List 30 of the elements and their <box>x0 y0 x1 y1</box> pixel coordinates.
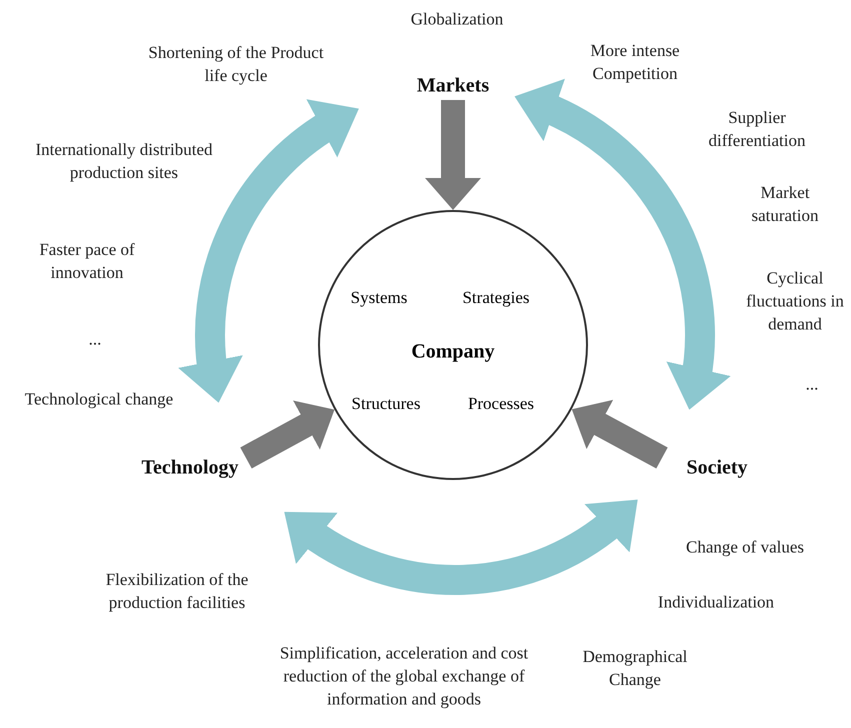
block-arrow <box>572 400 668 469</box>
factor-label: Internationally distributed production sites <box>34 139 214 184</box>
driver-heading: Society <box>686 456 748 480</box>
factor-label: Demographical Change <box>582 646 688 691</box>
curved-arrow <box>283 500 639 595</box>
factor-label: ... <box>88 328 102 351</box>
circle-title: Company <box>411 340 495 364</box>
block-arrow <box>425 100 481 210</box>
circle-item: Structures <box>352 394 420 414</box>
factor-label: Simplification, acceleration and cost reduction of the global exchange of information and goods <box>279 642 529 710</box>
factor-label: Shortening of the Product life cycle <box>147 42 325 87</box>
factor-label: Faster pace of innovation <box>38 239 136 284</box>
curved-arrow <box>515 80 730 410</box>
curved-arrow <box>179 101 358 403</box>
block-arrow <box>240 400 334 469</box>
factor-label: Change of values <box>684 536 806 559</box>
driver-heading: Technology <box>141 456 239 480</box>
factor-label: More intense Competition <box>589 40 681 85</box>
factor-label: Individualization <box>656 592 776 614</box>
factor-label: Market saturation <box>750 182 820 227</box>
circle-item: Systems <box>350 288 408 308</box>
factor-label: Technological change <box>24 388 174 411</box>
factor-label: Flexibilization of the production facilities <box>104 569 250 614</box>
factor-label: ... <box>804 374 820 396</box>
circle-item: Processes <box>468 394 534 414</box>
driver-heading: Markets <box>416 74 490 98</box>
factor-label: Cyclical fluctuations in demand <box>745 268 845 336</box>
circle-item: Strategies <box>462 288 530 308</box>
factor-label: Supplier differentiation <box>708 107 806 152</box>
factor-label: Globalization <box>410 8 504 31</box>
